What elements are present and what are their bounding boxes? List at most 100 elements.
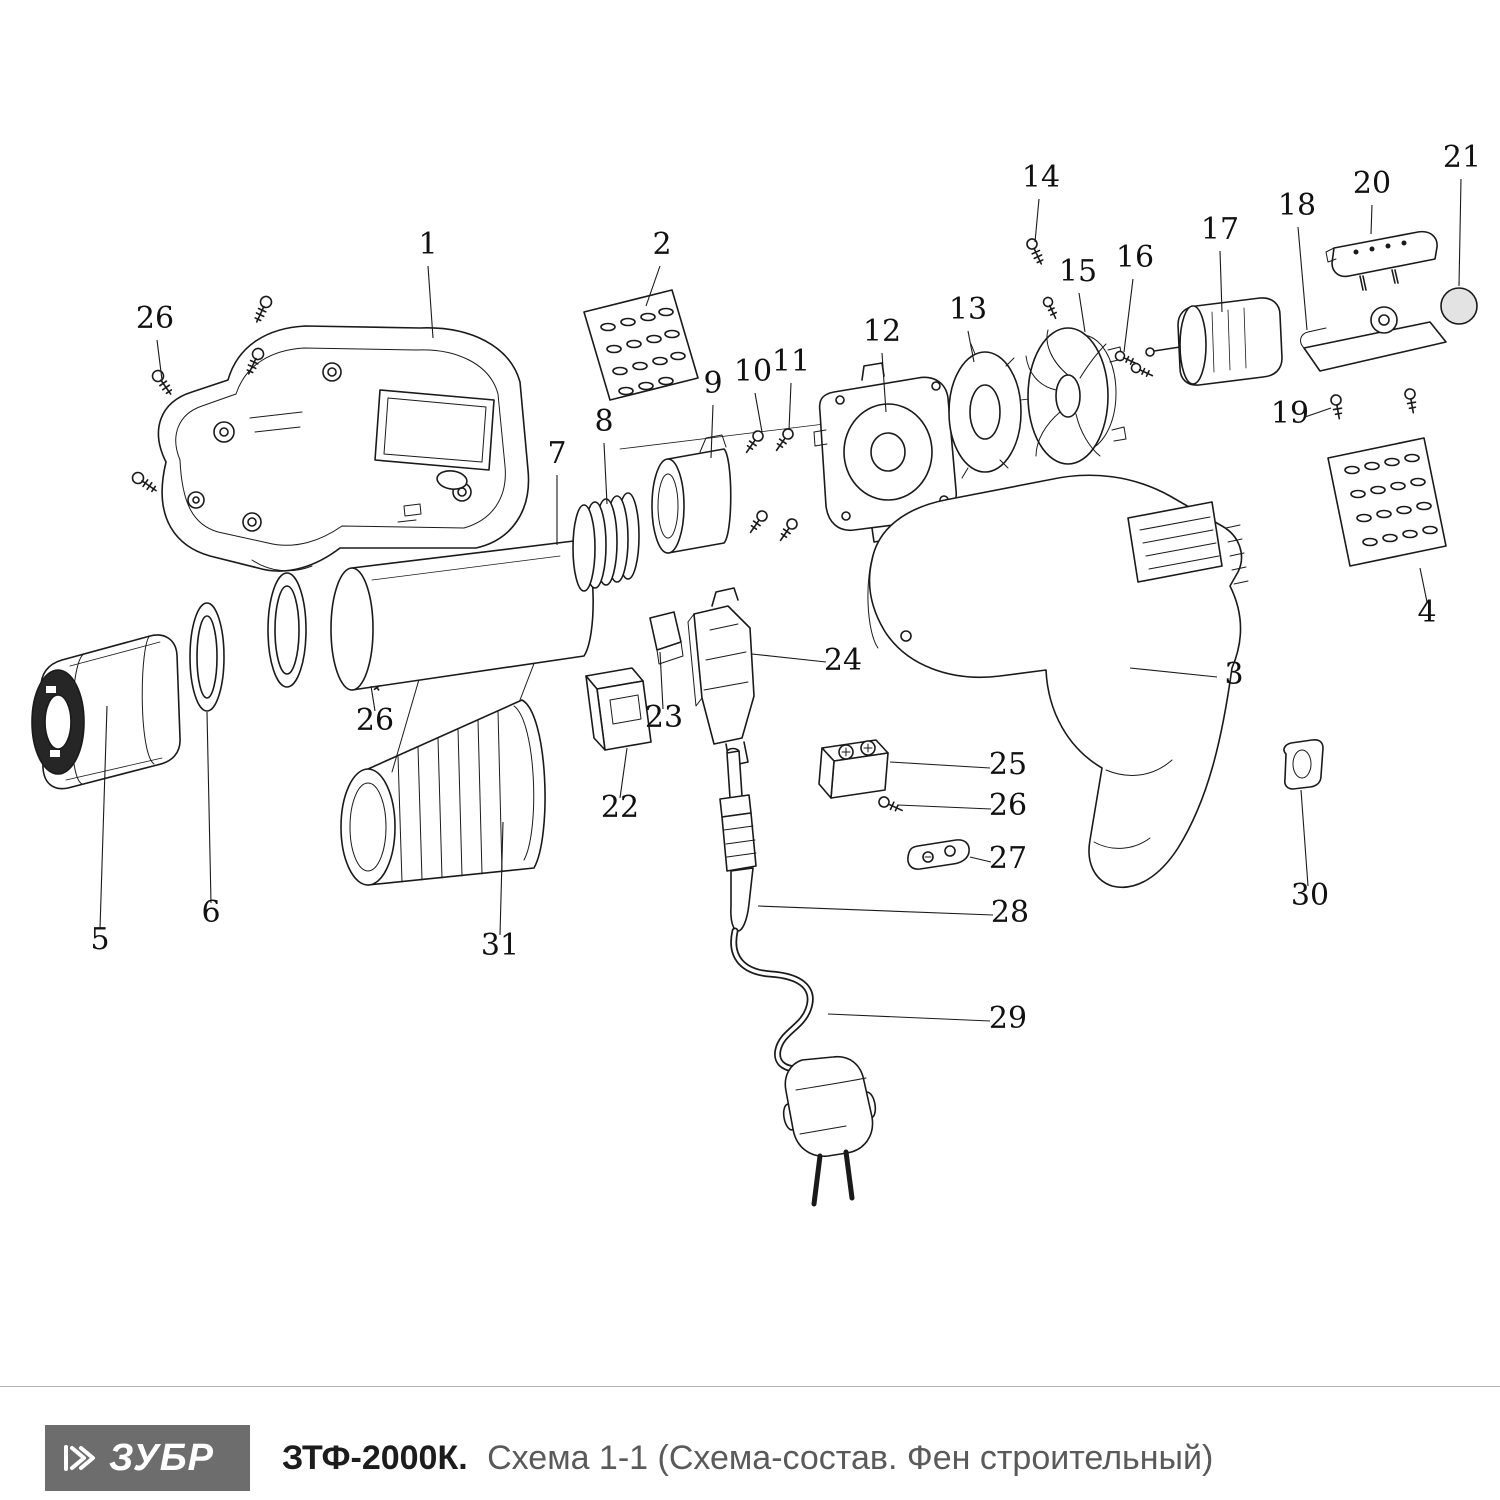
leader-line-30 (1300, 789, 1309, 887)
leader-line-31 (499, 821, 504, 936)
part-18-mount-plate (1300, 306, 1447, 372)
part-number-9: 9 (703, 366, 722, 401)
leader-line-3 (1129, 667, 1218, 678)
leader-line-8 (603, 442, 608, 505)
part-number-10: 10 (734, 354, 772, 389)
leader-line-6 (206, 711, 212, 904)
part-number-6: 6 (201, 895, 220, 930)
part-21-disc (1440, 287, 1478, 325)
diagram-caption: ЗТФ-2000К. Схема 1-1 (Схема-состав. Фен … (282, 1439, 1213, 1478)
zubr-logo-text: ЗУБР (109, 1436, 214, 1479)
part-number-4: 4 (1417, 595, 1436, 630)
part-23-wedge (649, 611, 684, 665)
part-25-terminal-block (818, 739, 889, 799)
zubr-logo: ЗУБР (45, 1425, 250, 1491)
part-27-cord-clamp (907, 839, 970, 870)
model-title: ЗТФ-2000К. (282, 1438, 468, 1477)
part-number-20: 20 (1353, 166, 1391, 201)
leader-line-9 (710, 404, 714, 459)
leader-line-2 (645, 265, 661, 307)
leader-line-23 (659, 651, 664, 710)
part-number-7: 7 (547, 436, 566, 471)
leader-line-12 (881, 352, 887, 413)
part-29-power-cord (730, 927, 877, 1207)
leader-line-17 (1219, 250, 1223, 313)
footer: ЗУБР ЗТФ-2000К. Схема 1-1 (Схема-состав.… (0, 1386, 1500, 1491)
leader-line-13 (967, 330, 975, 363)
leader-line-26 (897, 804, 992, 810)
part-number-1: 1 (418, 227, 437, 262)
leader-line-1 (427, 265, 434, 339)
part-number-26: 26 (136, 301, 174, 336)
part-number-26: 26 (356, 703, 394, 738)
part-17-motor (1145, 297, 1283, 386)
leader-line-16 (1123, 278, 1134, 353)
housing-screws (131, 295, 381, 691)
part-4-grille-right (1327, 437, 1447, 567)
part-number-3: 3 (1224, 657, 1243, 692)
part-24-switch (687, 587, 755, 767)
leader-line-18 (1297, 226, 1308, 331)
part-15-impeller (1025, 327, 1127, 465)
part-number-11: 11 (772, 344, 810, 379)
part-number-18: 18 (1278, 188, 1316, 223)
zubr-arrow-icon (64, 1445, 95, 1471)
leader-line-14 (1034, 198, 1040, 243)
part-number-27: 27 (989, 841, 1027, 876)
part-number-8: 8 (594, 404, 613, 439)
leader-line-22 (619, 747, 628, 799)
part-3-housing-right (867, 474, 1249, 888)
part-number-24: 24 (824, 643, 862, 678)
leader-line-28 (757, 905, 994, 916)
part-number-22: 22 (601, 790, 639, 825)
screw-26-right (878, 796, 903, 812)
leader-line-27 (969, 856, 992, 863)
leader-line-24 (751, 653, 827, 663)
part-number-14: 14 (1022, 160, 1060, 195)
part-number-15: 15 (1059, 254, 1097, 289)
leader-line-10 (754, 392, 763, 433)
leader-line-11 (788, 382, 792, 431)
part-1-housing-left (157, 325, 530, 572)
part-5-nozzle (31, 634, 181, 790)
part-number-5: 5 (90, 922, 109, 957)
schema-subtitle: Схема 1-1 (Схема-состав. Фен строительны… (487, 1438, 1214, 1477)
part-number-2: 2 (652, 227, 671, 262)
part-9-sleeve (651, 434, 732, 554)
part-8-heater-coil (572, 492, 640, 592)
part-number-12: 12 (863, 314, 901, 349)
part-number-29: 29 (989, 1001, 1027, 1036)
leader-line-15 (1078, 292, 1086, 333)
leader-line-4 (1419, 567, 1428, 603)
part-22-switch-knob (585, 667, 652, 751)
part-20-pcb (1325, 230, 1438, 291)
leader-line-29 (827, 1013, 991, 1022)
screws-14-16 (1026, 238, 1154, 378)
leader-line-20 (1370, 204, 1373, 235)
part-7-tube (330, 539, 594, 691)
leader-line-26 (156, 339, 163, 381)
footer-divider (0, 1386, 1500, 1387)
part-number-26: 26 (989, 788, 1027, 823)
part-6-rings (189, 572, 307, 712)
part-number-19: 19 (1271, 396, 1309, 431)
part-number-28: 28 (991, 895, 1029, 930)
part-number-17: 17 (1201, 212, 1239, 247)
screws-10-11 (745, 428, 798, 542)
leader-line-5 (99, 705, 108, 930)
part-number-23: 23 (645, 700, 683, 735)
part-number-30: 30 (1291, 878, 1329, 913)
part-31-rear-cap (340, 641, 546, 886)
screws-19 (1330, 388, 1417, 420)
part-number-31: 31 (481, 928, 519, 963)
part-2-grille-top (583, 289, 699, 401)
part-28-strain-relief (719, 747, 757, 932)
leader-line-26 (370, 685, 376, 712)
leader-line-25 (889, 761, 991, 769)
part-13-baffle-ring (948, 343, 1022, 479)
part-30-cap (1283, 739, 1324, 790)
part-number-16: 16 (1116, 240, 1154, 275)
